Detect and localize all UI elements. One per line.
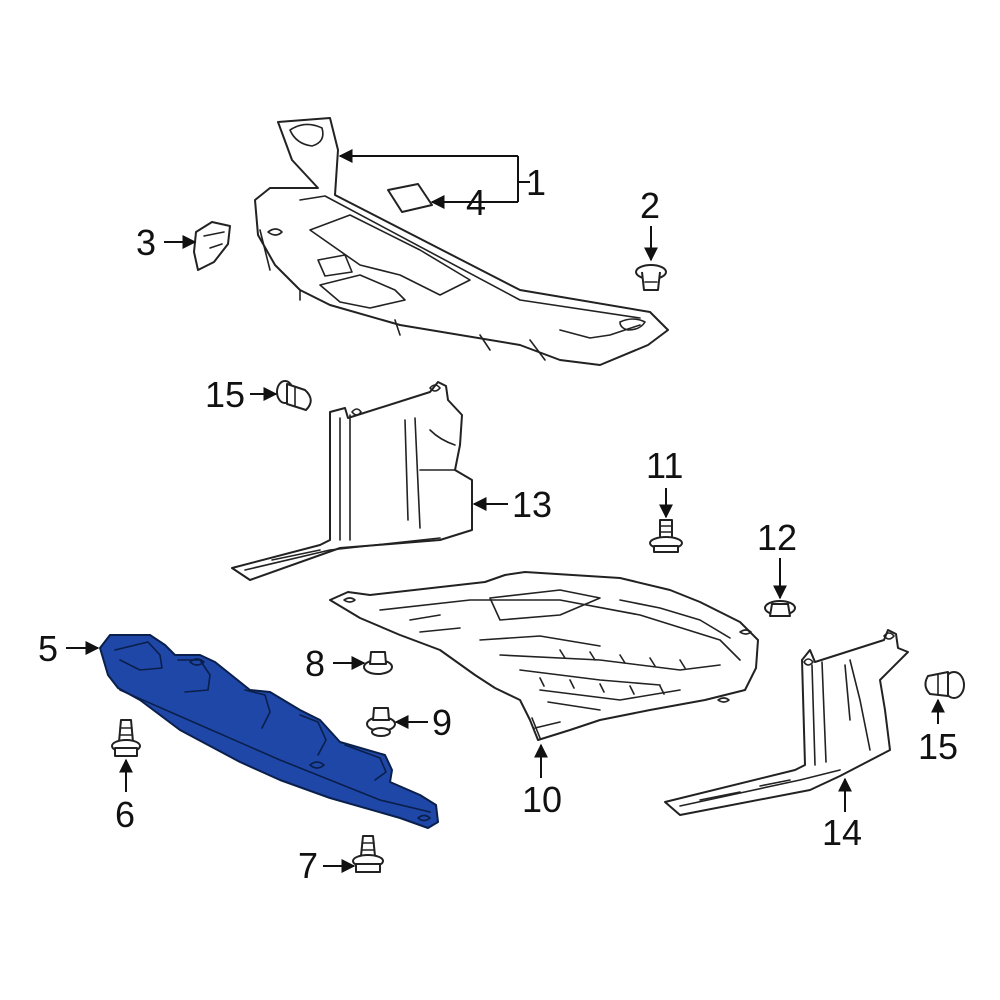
leader-lines bbox=[66, 149, 945, 873]
callout-4: 4 bbox=[466, 182, 486, 223]
part-2-clip[interactable] bbox=[635, 264, 667, 291]
part-14-side-shield-right[interactable] bbox=[664, 629, 909, 816]
callout-7: 7 bbox=[298, 845, 318, 886]
part-8-clip[interactable] bbox=[363, 651, 393, 675]
part-3-bracket[interactable] bbox=[193, 221, 231, 271]
callout-1: 1 bbox=[526, 162, 546, 203]
part-11-bolt[interactable] bbox=[649, 519, 683, 553]
part-1-upper-shield[interactable] bbox=[254, 117, 669, 366]
callout-5: 5 bbox=[38, 628, 58, 669]
part-13-side-shield-left[interactable] bbox=[231, 381, 473, 581]
part-4-label[interactable] bbox=[387, 183, 433, 213]
callout-3: 3 bbox=[136, 222, 156, 263]
callout-15-lower: 15 bbox=[918, 726, 958, 767]
part-10-under-cover[interactable] bbox=[329, 571, 759, 741]
part-15-clip-upper[interactable] bbox=[276, 380, 312, 411]
callout-14: 14 bbox=[822, 812, 862, 853]
part-9-clip[interactable] bbox=[366, 707, 396, 737]
part-5-front-under-cover[interactable] bbox=[99, 634, 439, 829]
part-6-bolt[interactable] bbox=[111, 719, 141, 757]
part-7-bolt[interactable] bbox=[352, 835, 384, 873]
callout-15-upper: 15 bbox=[205, 374, 245, 415]
callout-13: 13 bbox=[512, 484, 552, 525]
callout-labels: 1 4 2 3 15 11 13 12 5 8 9 15 10 6 14 7 bbox=[38, 162, 958, 886]
callout-8: 8 bbox=[305, 643, 325, 684]
callout-10: 10 bbox=[522, 779, 562, 820]
callout-12: 12 bbox=[757, 517, 797, 558]
callout-11: 11 bbox=[646, 445, 683, 486]
part-12-nut[interactable] bbox=[764, 600, 796, 617]
callout-2: 2 bbox=[640, 185, 660, 226]
callout-6: 6 bbox=[115, 794, 135, 835]
callout-9: 9 bbox=[432, 702, 452, 743]
part-15-clip-lower[interactable] bbox=[924, 671, 965, 699]
